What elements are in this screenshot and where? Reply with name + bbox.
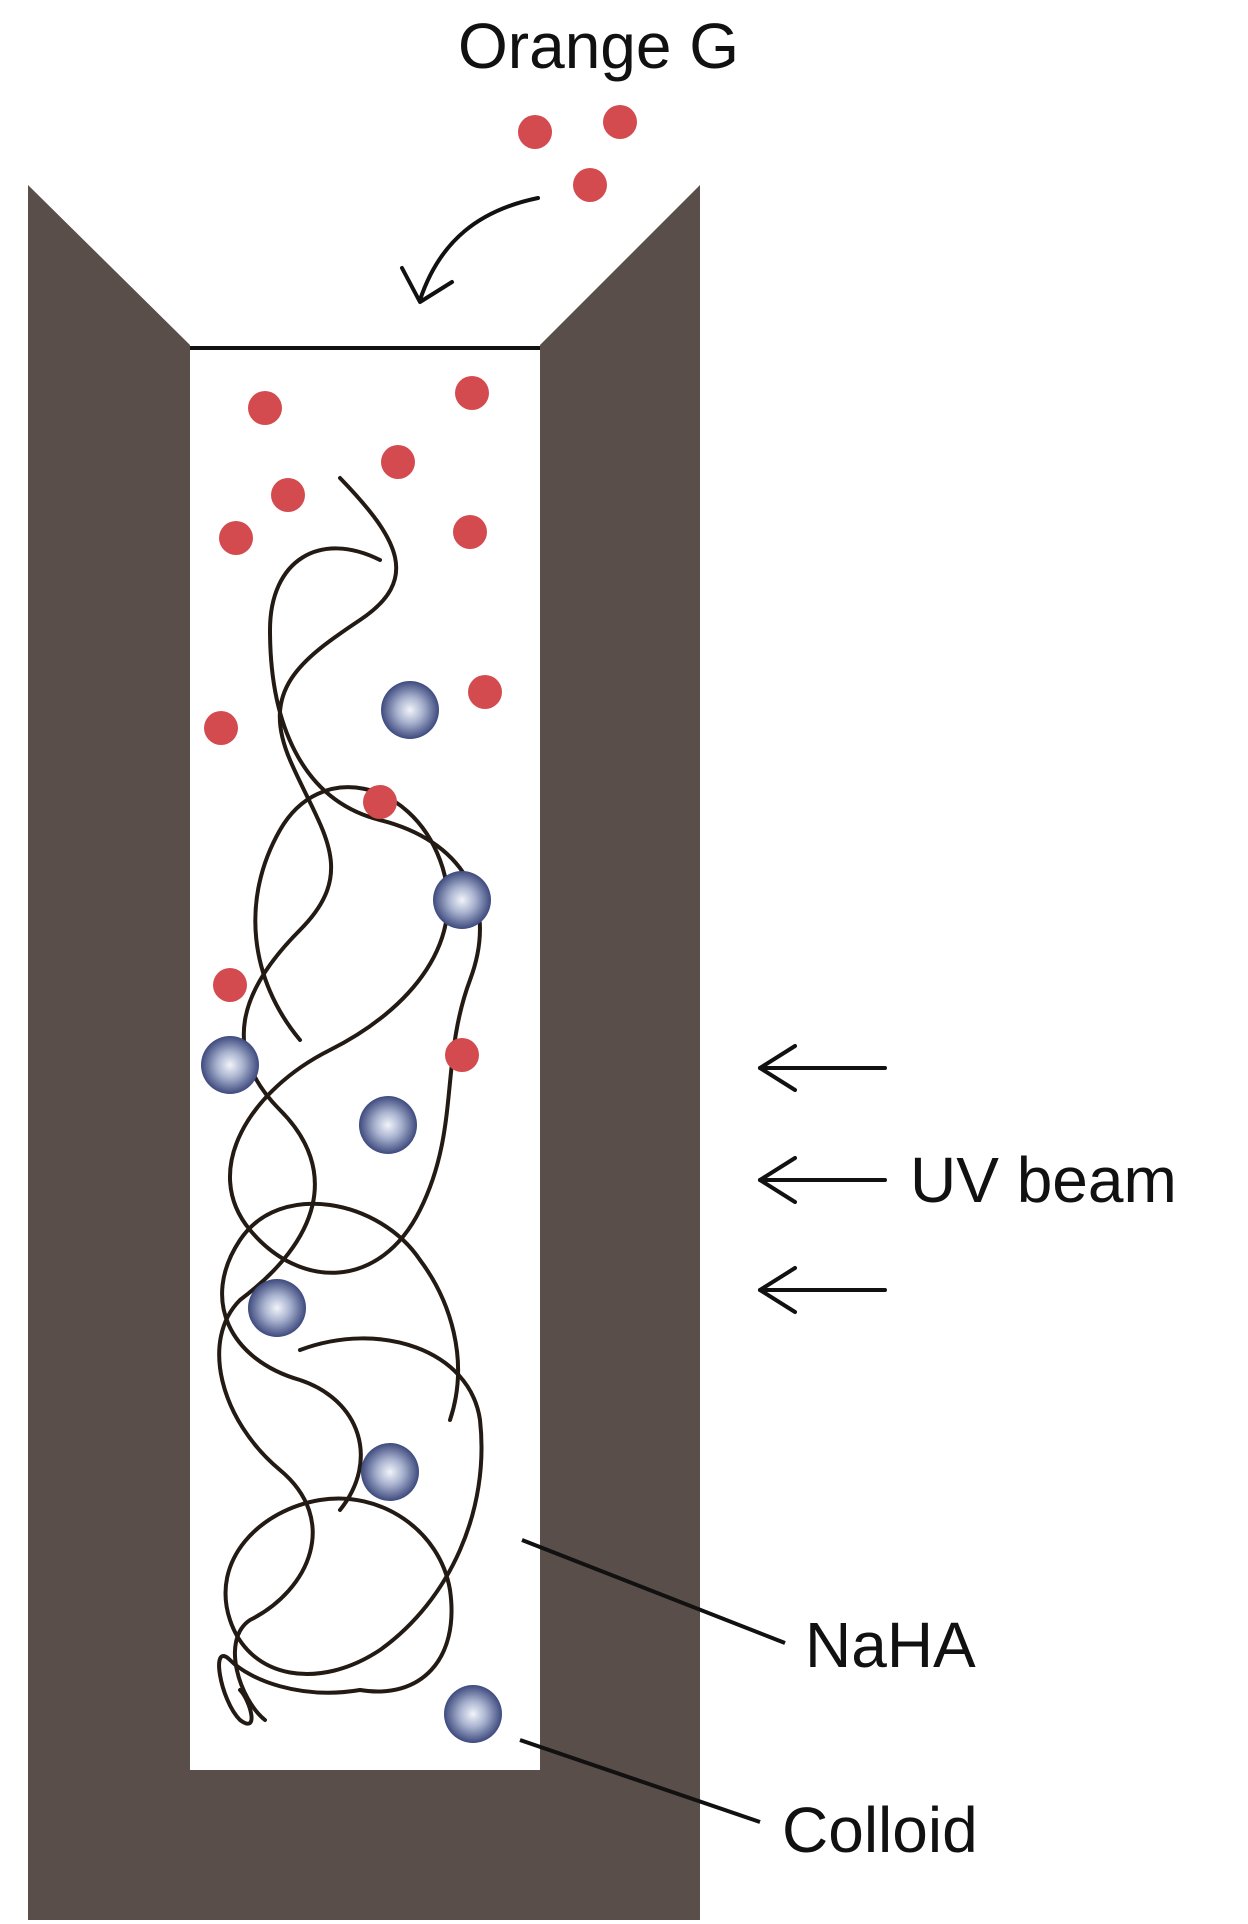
polymer-strand-5 xyxy=(217,1654,362,1726)
cuvette-wall xyxy=(28,185,700,1920)
dye-dot xyxy=(445,1038,479,1072)
naha-label: NaHA xyxy=(805,1609,976,1681)
left-arrow-icon xyxy=(758,1156,887,1204)
dye-dot xyxy=(213,968,247,1002)
naha-leader-line xyxy=(521,1538,786,1645)
colloid-particle xyxy=(444,1685,502,1743)
dye-dot xyxy=(573,168,607,202)
cuvette xyxy=(28,185,700,1920)
colloid-label: Colloid xyxy=(782,1794,978,1866)
orange-g-label: Orange G xyxy=(458,10,739,82)
colloid-particle xyxy=(359,1096,417,1154)
dye-dot xyxy=(455,376,489,410)
polymer-strand-1 xyxy=(217,476,399,1722)
colloid-particle xyxy=(248,1279,306,1337)
dye-dot xyxy=(468,675,502,709)
left-arrow-icon xyxy=(758,1266,887,1314)
dye-dot xyxy=(518,115,552,149)
dye-dot xyxy=(271,478,305,512)
orange-g-molecules xyxy=(204,105,637,1072)
dye-dot xyxy=(219,521,253,555)
colloid-particle xyxy=(201,1036,259,1094)
colloid-particle xyxy=(433,871,491,929)
uv-beam-arrows xyxy=(758,1044,887,1314)
colloid-leader-line xyxy=(519,1738,761,1824)
colloid-particle xyxy=(361,1443,419,1501)
dye-dot xyxy=(453,515,487,549)
uv-beam-label: UV beam xyxy=(910,1144,1177,1216)
colloid-particles xyxy=(201,681,502,1743)
polymer-strand-3 xyxy=(223,1336,484,1694)
naha-polymer-chain xyxy=(217,476,484,1726)
left-arrow-icon xyxy=(758,1044,887,1092)
curved-arrow-icon xyxy=(400,196,540,304)
colloid-particle xyxy=(381,681,439,739)
dye-dot xyxy=(381,445,415,479)
dye-dot xyxy=(248,391,282,425)
polymer-strand-2 xyxy=(228,546,482,1275)
dye-dot xyxy=(363,785,397,819)
polymer-strand-4 xyxy=(220,1201,461,1512)
dye-dot xyxy=(603,105,637,139)
dye-dot xyxy=(204,711,238,745)
